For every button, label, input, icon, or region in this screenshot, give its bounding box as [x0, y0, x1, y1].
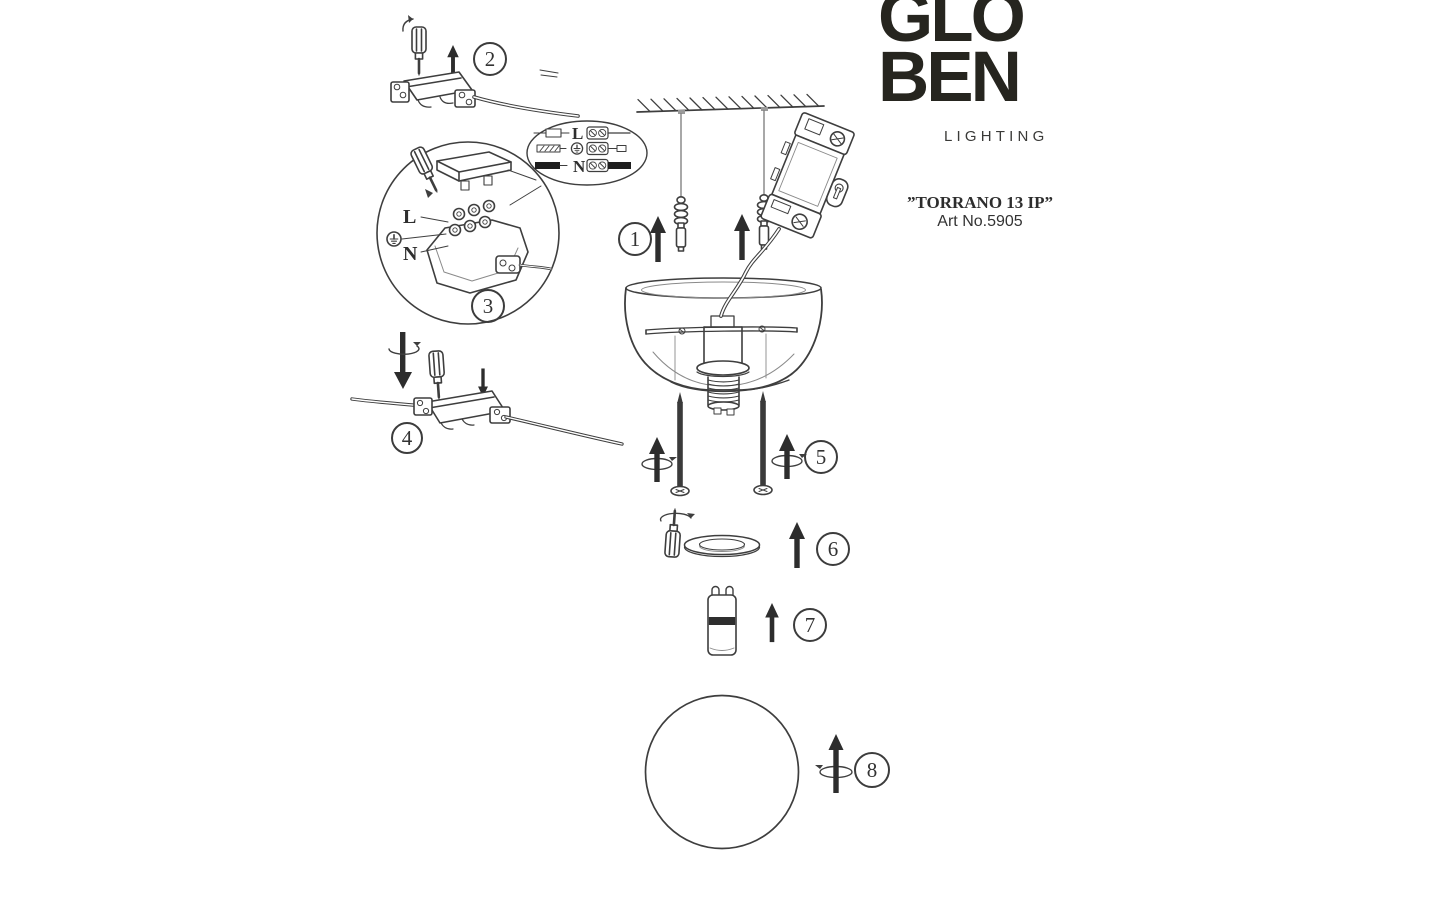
step-number-6: 6: [816, 532, 850, 566]
screwdriver-icon: [427, 349, 448, 401]
step-number-1: 1: [618, 222, 652, 256]
callout-row-live: [533, 126, 631, 140]
step-number-7: 7: [793, 608, 827, 642]
screwdriver-icon: [410, 25, 428, 77]
g9-bulb-icon: [707, 585, 737, 656]
callout-neutral-label: N: [573, 157, 586, 176]
step-number-8: 8: [854, 752, 890, 788]
power-cable: [472, 69, 580, 118]
figure-step-6: [659, 507, 806, 569]
rotation-up-arrow-icon: [815, 734, 853, 793]
step-number-3: 3: [471, 289, 505, 323]
step-number-5: 5: [804, 440, 838, 474]
figure-step-2: [390, 15, 580, 118]
figure-step-4: [350, 332, 624, 446]
rotation-up-arrow-icon: [771, 434, 807, 479]
figure-step-8: [644, 694, 853, 850]
wall-plug-icon: [673, 196, 689, 252]
figure-step-5: [641, 390, 807, 497]
up-arrow-icon: [733, 213, 751, 261]
brand-logo: GLO BEN: [878, 0, 1026, 117]
magnifier-circle: [376, 141, 560, 325]
up-arrow-icon: [649, 215, 667, 263]
step-number-2: 2: [473, 42, 507, 76]
callout-live-label: L: [572, 124, 584, 143]
brand-logo-line2: BEN: [878, 37, 1022, 117]
product-name: ”TORRANO 13 IP”: [906, 193, 1054, 212]
figure-step-1: [636, 93, 855, 263]
cable-right: [504, 415, 624, 446]
screw-icon: [753, 390, 773, 496]
earth-ground-icon: [386, 231, 402, 247]
junction-box-lid: [436, 151, 512, 191]
wiring-callout: [507, 120, 648, 206]
step-number-4: 4: [391, 422, 423, 454]
figure-step-7: [707, 585, 780, 656]
label-leader-lines: [401, 216, 449, 253]
figure-step-3: [376, 120, 648, 325]
up-arrow-icon: [764, 602, 780, 643]
lamp-socket: [696, 315, 750, 416]
trim-ring-icon: [683, 534, 761, 558]
screw-icon: [670, 391, 690, 497]
up-arrow-icon: [788, 521, 806, 569]
brand-tagline: LIGHTING: [944, 128, 1049, 145]
pendant-wire: [719, 227, 781, 318]
callout-row-earth: [536, 141, 627, 156]
rotation-arrow-icon: [402, 15, 414, 32]
neutral-label: N: [403, 243, 418, 265]
brand-logo-line1: GLO: [878, 0, 1026, 57]
screwdriver-icon: [663, 507, 684, 559]
live-label: L: [403, 206, 417, 228]
ceiling-hatch-icon: [636, 93, 825, 114]
junction-box-open: [426, 199, 553, 294]
article-number: Art No.5905: [937, 213, 1023, 230]
junction-box-icon: [760, 112, 855, 239]
junction-box-icon: [390, 71, 476, 108]
junction-box-icon: [413, 390, 511, 430]
canopy-dome-icon: [624, 277, 823, 416]
glass-globe-icon: [644, 694, 800, 850]
rotation-up-arrow-icon: [641, 437, 677, 482]
callout-row-neutral: [535, 158, 631, 173]
rotation-down-arrow-icon: [388, 332, 421, 389]
rotation-arrow-icon: [659, 512, 695, 522]
